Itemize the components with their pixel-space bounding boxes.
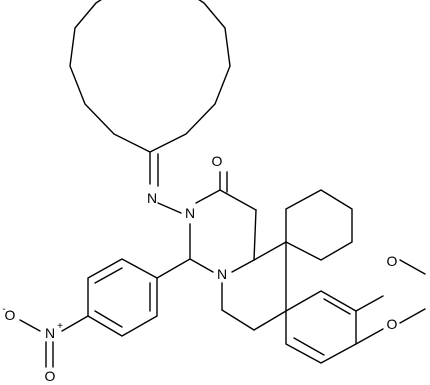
methoxy-upper-methyl xyxy=(399,259,426,275)
nitrogen-amide-label: N xyxy=(185,205,195,221)
nitro-oxygen-bottom-label: O xyxy=(45,368,56,384)
methoxy-lower-methyl xyxy=(399,308,426,324)
methoxy-lower-oxygen-label: O xyxy=(387,316,398,332)
nitro-oxygen-left-label: O xyxy=(5,307,16,323)
nitrophenyl-double-1 xyxy=(94,267,123,284)
n-n-bond xyxy=(157,202,182,214)
pip-bond-ch2-ch2 xyxy=(221,309,255,331)
methoxy-lower-bond xyxy=(355,328,384,345)
benzo-double-2 xyxy=(293,337,325,356)
methoxy-upper-oxygen-label: O xyxy=(387,253,398,269)
nitrophenyl-ring xyxy=(87,258,158,337)
aryl-link-bond xyxy=(156,258,191,279)
nitrophenyl-double-2 xyxy=(94,310,123,328)
benzo-ring-lower xyxy=(285,290,357,364)
ring-bond-ch-n xyxy=(231,259,255,273)
pip-bond-ch-ar xyxy=(253,241,287,261)
benzo-ring xyxy=(285,189,353,261)
pip-bond-ch2-ar xyxy=(253,310,287,331)
nitro-nitrogen-label: N xyxy=(45,325,55,341)
nitro-nitrogen-charge: + xyxy=(57,321,63,332)
nitro-o-left-bond xyxy=(19,319,41,332)
nitro-bond xyxy=(61,315,89,332)
oxygen-ketone-label: O xyxy=(212,153,223,169)
cyclododecane-ring xyxy=(69,0,231,153)
nitrogen-amine-label: N xyxy=(217,266,227,282)
nitrogen-imine-label: N xyxy=(147,190,157,206)
benzo-double-1 xyxy=(323,298,351,315)
ring-bond-n-co xyxy=(195,189,221,204)
ring-bond-n-ch xyxy=(189,258,214,273)
ring-bond-co-ch2 xyxy=(219,189,257,211)
methoxy-upper-bond xyxy=(355,295,384,312)
nitro-oxygen-charge: - xyxy=(2,304,5,315)
ring-bond-ch2-ch xyxy=(253,209,257,261)
